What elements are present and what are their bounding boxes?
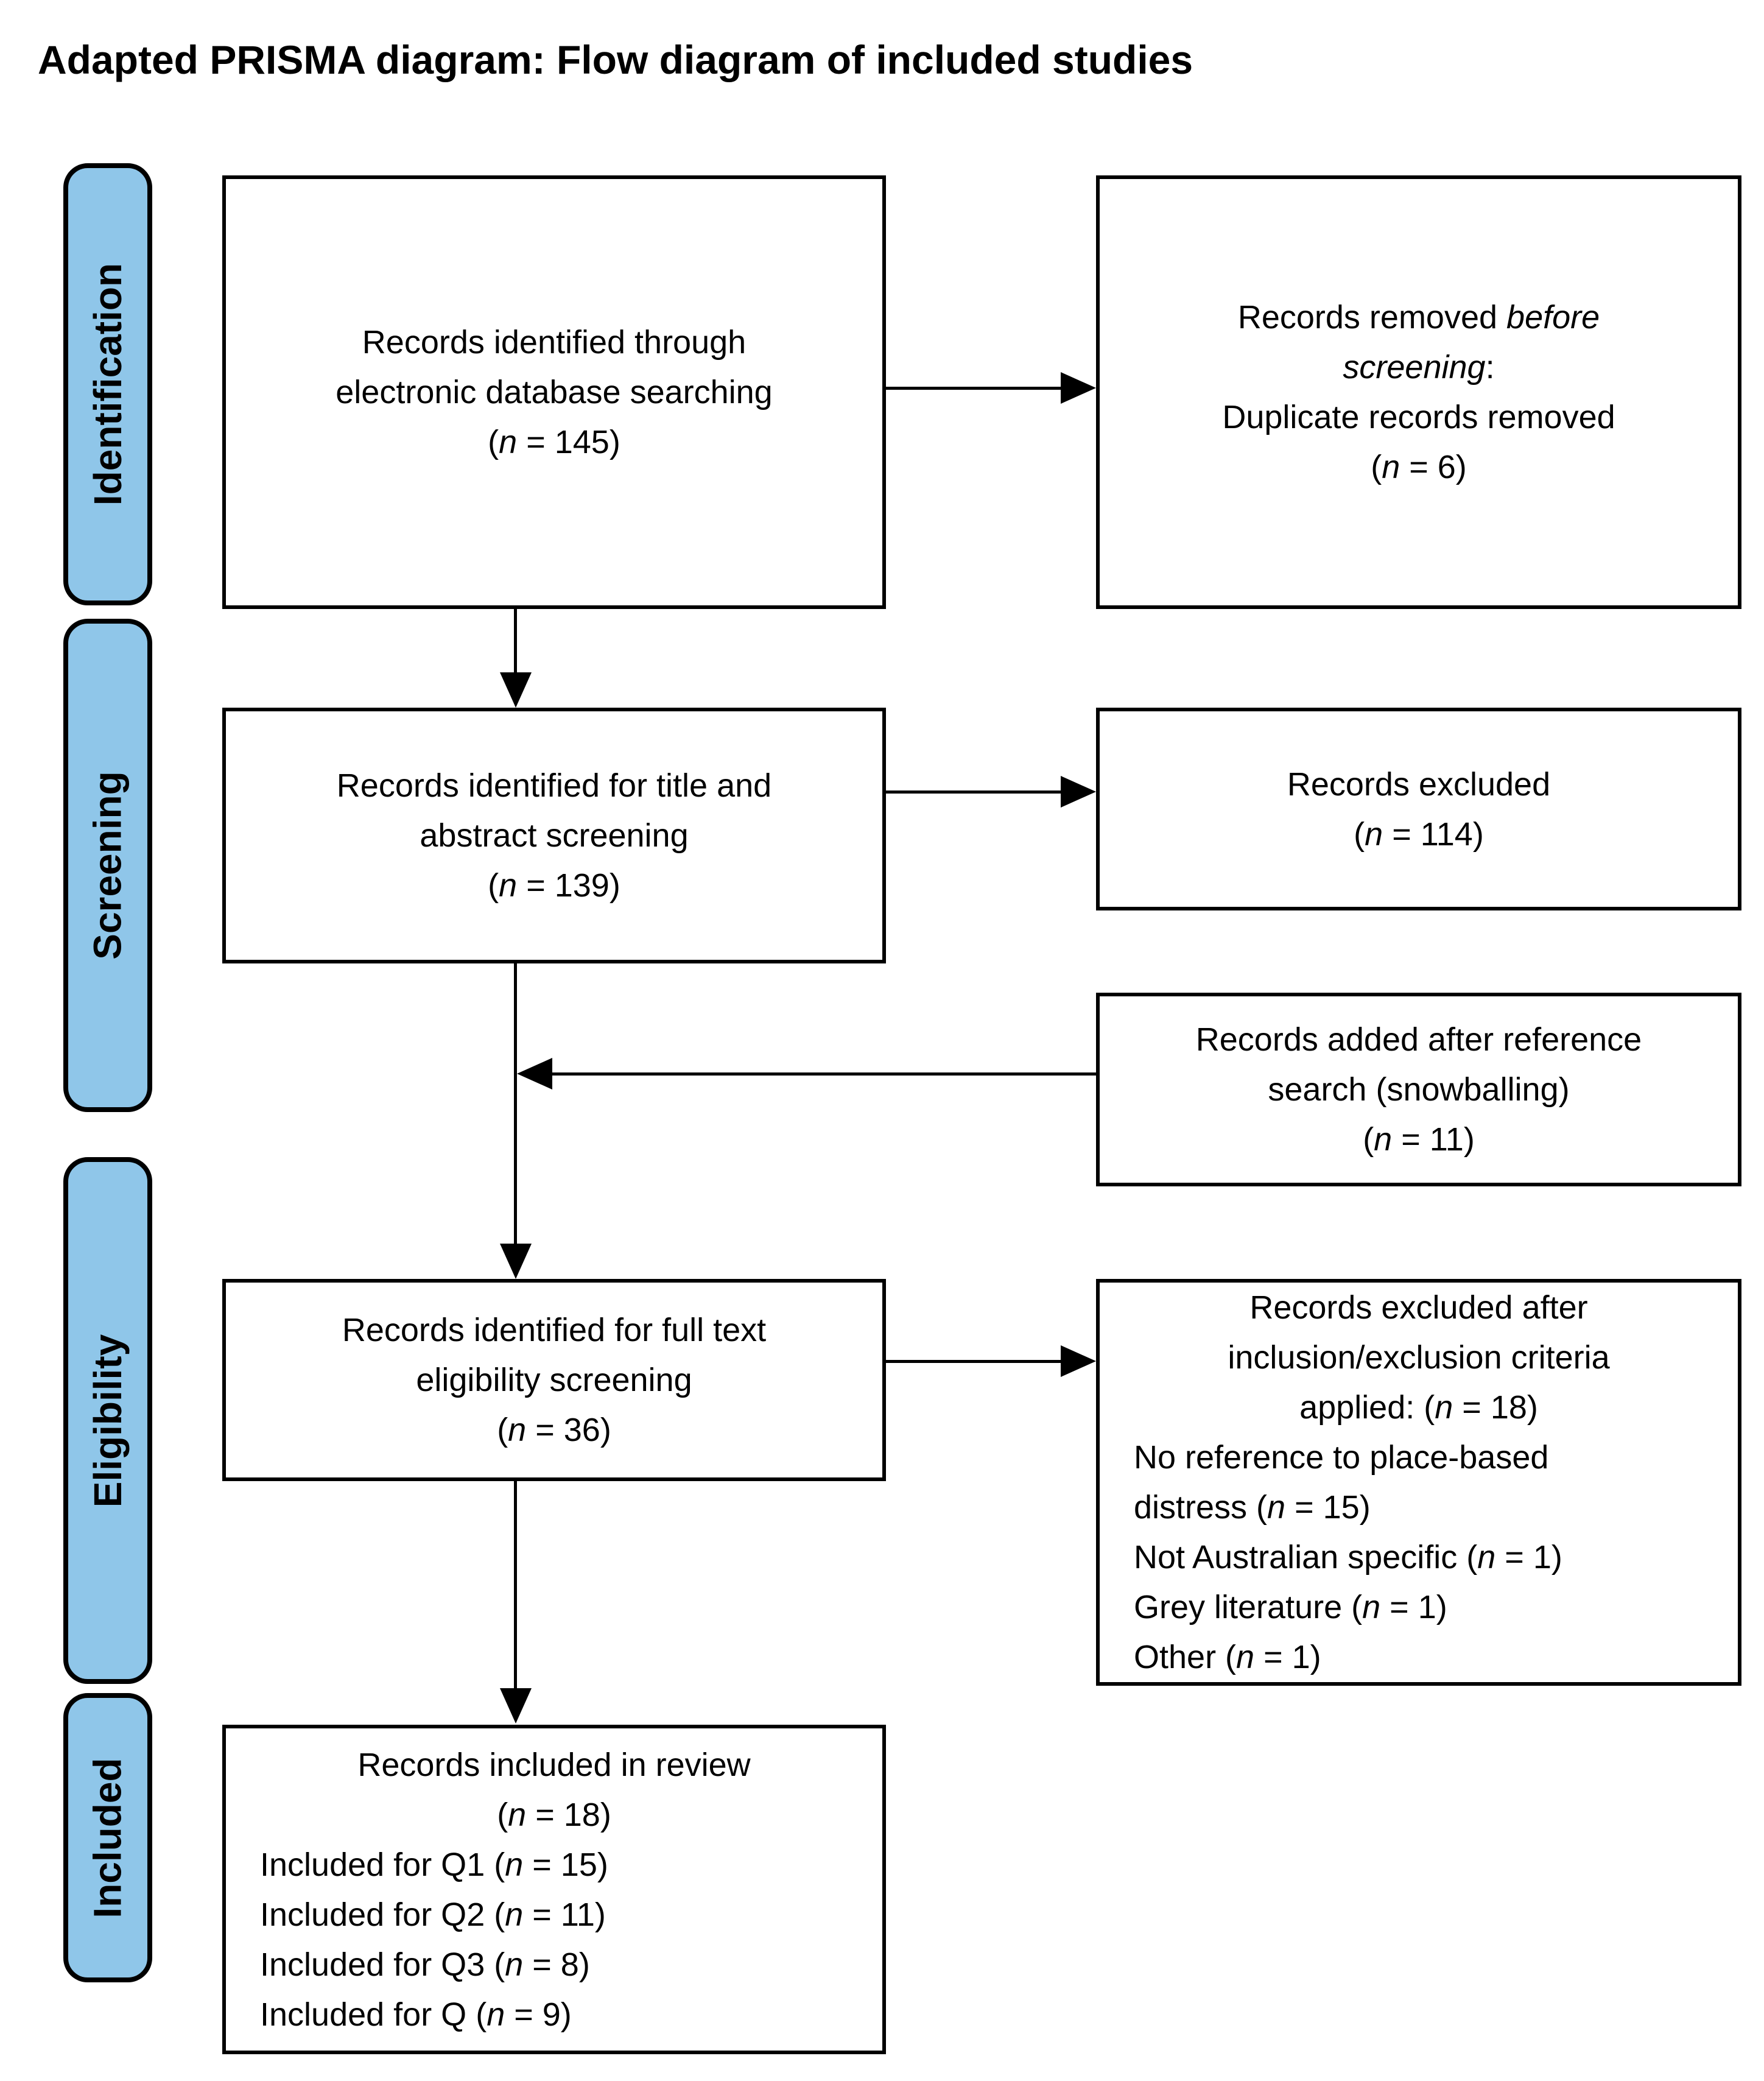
text-line: inclusion/exclusion criteria (1228, 1339, 1610, 1376)
text-line: No reference to place-based (1134, 1439, 1549, 1476)
stage-screening-label: Screening (86, 771, 130, 960)
arrow-line-fulltext-to-included (514, 1481, 517, 1691)
text-line: (n = 18) (497, 1796, 611, 1833)
text-line: abstract screening (420, 817, 689, 854)
arrow-line-snowballing-to-flow (550, 1072, 1096, 1076)
text-line: Included for Q3 (n = 8) (260, 1946, 590, 1983)
text-line: screening: (1343, 349, 1495, 386)
text-line: Other (n = 1) (1134, 1639, 1321, 1675)
arrowhead-down-icon (500, 1244, 532, 1279)
arrowhead-down-icon (500, 1688, 532, 1724)
diagram-title: Adapted PRISMA diagram: Flow diagram of … (38, 37, 1193, 82)
text-line: Not Australian specific (n = 1) (1134, 1539, 1562, 1576)
arrowhead-right-icon (1061, 776, 1096, 808)
text-line: (n = 114) (1354, 815, 1484, 853)
text-line: distress (n = 15) (1134, 1489, 1371, 1526)
text-line: (n = 36) (497, 1412, 611, 1448)
box-title-abstract-screening: Records identified for title and abstrac… (222, 708, 886, 963)
box-records-removed: Records removed before screening: Duplic… (1096, 175, 1741, 609)
arrow-line-screening-to-fulltext (514, 963, 517, 1247)
arrow-line-identified-to-removed (886, 387, 1064, 390)
text-line: applied: (n = 18) (1299, 1389, 1538, 1426)
arrow-line-identified-to-screening (514, 609, 517, 676)
stage-screening: Screening (63, 619, 152, 1112)
text-line: search (snowballing) (1268, 1071, 1570, 1108)
text-line: Included for Q (n = 9) (260, 1996, 572, 2033)
text-line: Records added after reference (1195, 1021, 1642, 1058)
text-line: Duplicate records removed (1222, 399, 1615, 435)
text-line: Grey literature (n = 1) (1134, 1589, 1447, 1625)
stage-identification-label: Identification (86, 262, 130, 506)
arrowhead-down-icon (500, 672, 532, 708)
box-excluded-criteria: Records excluded after inclusion/exclusi… (1096, 1279, 1741, 1686)
arrow-line-screening-to-excluded (886, 790, 1064, 794)
text-line: Records identified for title and (336, 767, 772, 804)
stage-eligibility: Eligibility (63, 1157, 152, 1684)
arrowhead-right-icon (1061, 1345, 1096, 1377)
box-snowballing: Records added after reference search (sn… (1096, 993, 1741, 1186)
box-records-identified: Records identified through electronic da… (222, 175, 886, 609)
text-line: (n = 11) (1363, 1121, 1475, 1158)
stage-identification: Identification (63, 163, 152, 605)
text-line: Included for Q2 (n = 11) (260, 1896, 606, 1933)
arrowhead-right-icon (1061, 372, 1096, 404)
text-line: (n = 6) (1371, 449, 1467, 485)
arrow-line-fulltext-to-excluded-criteria (886, 1360, 1064, 1363)
text-line: Records included in review (357, 1746, 751, 1783)
text-line: electronic database searching (336, 374, 773, 410)
text-line: eligibility screening (416, 1362, 692, 1398)
stage-included-label: Included (86, 1757, 130, 1918)
text-line: Records identified for full text (342, 1312, 767, 1348)
box-included-review: Records included in review (n = 18) Incl… (222, 1725, 886, 2054)
text-line: (n = 139) (488, 867, 620, 904)
text-line: Included for Q1 (n = 15) (260, 1846, 608, 1883)
text-line: Records removed before (1237, 299, 1600, 336)
box-full-text-eligibility: Records identified for full text eligibi… (222, 1279, 886, 1481)
text-line: Records excluded (1287, 766, 1551, 803)
text-line: Records identified through (362, 324, 747, 361)
text-line: Records excluded after (1249, 1289, 1588, 1326)
stage-included: Included (63, 1693, 152, 1982)
box-records-excluded: Records excluded (n = 114) (1096, 708, 1741, 910)
stage-eligibility-label: Eligibility (86, 1334, 130, 1507)
arrowhead-left-icon (517, 1058, 552, 1090)
text-line: (n = 145) (488, 424, 620, 460)
